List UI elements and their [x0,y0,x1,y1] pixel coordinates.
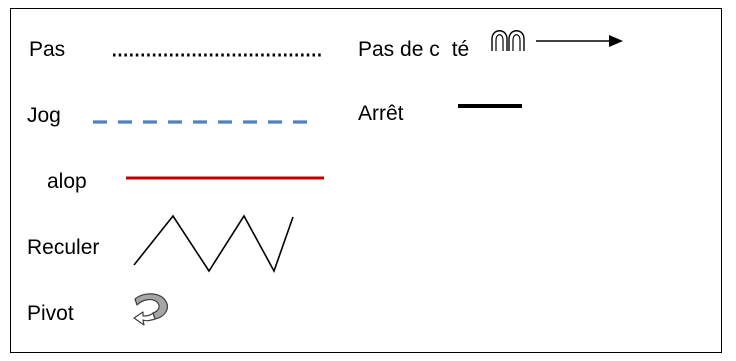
gallop-solid-line [126,176,324,180]
legend-label-back: Reculer [27,236,100,259]
legend-label-jog: Jog [27,104,61,127]
legend-box: Pas Jog alop Reculer Pivot Pas de c té Ar… [10,8,722,353]
legend-label-gallop: alop [47,170,87,193]
legend-label-side-pass: Pas de c té [358,39,469,60]
walk-dotted-line [113,53,323,57]
legend-label-pivot: Pivot [27,302,74,325]
curved-arrow-icon [133,293,168,326]
jog-dashed-line [93,120,307,124]
back-zigzag-line [133,214,294,273]
legend-label-side-pass-end: té [451,38,470,61]
side-pass-arches-arrow [491,30,623,51]
halt-thick-line [458,104,522,108]
legend-label-walk: Pas [29,38,66,61]
legend-label-halt: Arrêt [358,102,404,125]
legend-label-side-pass-start: Pas de c [358,38,440,61]
